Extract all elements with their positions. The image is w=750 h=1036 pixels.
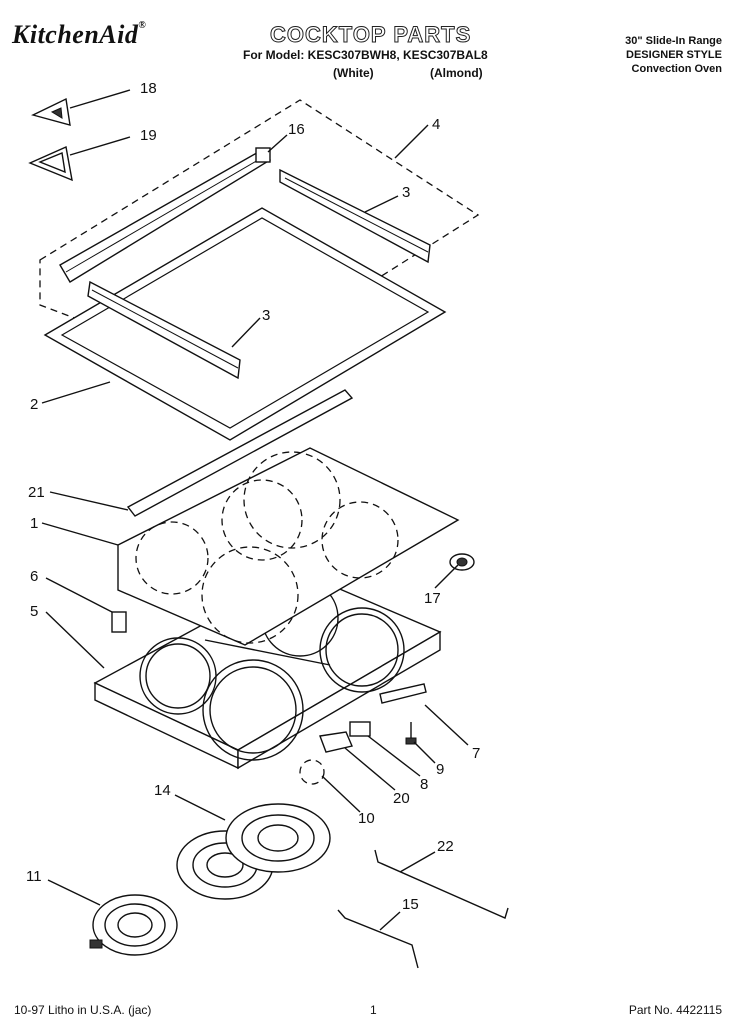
part-10-socket (299, 759, 325, 785)
variant-almond: (Almond) (430, 66, 483, 80)
callout-21: 21 (28, 484, 45, 501)
page-title: COCKTOP PARTS (269, 22, 472, 48)
part-9-screw (405, 722, 417, 745)
callout-5: 5 (30, 603, 39, 620)
range-line-1: 30" Slide-In Range (625, 35, 722, 47)
callout-19: 19 (140, 127, 157, 144)
range-description: 30" Slide-In Range DESIGNER STYLE Convec… (625, 34, 722, 76)
part-16-rear-rail (59, 147, 272, 283)
model-numbers: For Model: KESC307BWH8, KESC307BAL8 (243, 48, 488, 62)
part-21-gasket (126, 389, 354, 517)
callout-3-upper: 3 (402, 184, 411, 201)
callout-7: 7 (472, 745, 481, 762)
callout-6: 6 (30, 568, 39, 585)
part-3-side-rail-lower (87, 280, 241, 380)
callout-22: 22 (437, 838, 454, 855)
part-14-surface-elements (176, 803, 331, 900)
callout-15: 15 (402, 896, 419, 913)
part-6-clip (111, 611, 127, 633)
callout-9: 9 (436, 761, 445, 778)
callout-18: 18 (140, 80, 157, 97)
callout-8: 8 (420, 776, 429, 793)
callout-11: 11 (26, 868, 42, 885)
callout-3-lower: 3 (262, 307, 271, 324)
footer-page-number: 1 (370, 1003, 377, 1017)
part-20-plate (319, 731, 353, 753)
callout-1: 1 (30, 515, 39, 532)
footer-part-number: Part No. 4422115 (628, 1003, 722, 1017)
callout-leaders (41, 89, 469, 931)
part-11-element (89, 894, 178, 956)
brand-logo: KitchenAid® (12, 20, 146, 50)
callout-16: 16 (288, 121, 305, 138)
part-1-glass-cooktop (117, 447, 460, 646)
callout-4: 4 (432, 116, 441, 133)
part-7-bracket (379, 683, 427, 704)
footer-litho: 10-97 Litho in U.S.A. (jac) (14, 1003, 152, 1017)
callout-10: 10 (358, 810, 375, 827)
range-line-2: DESIGNER STYLE (626, 49, 722, 61)
callout-17: 17 (424, 590, 441, 607)
part-8-switch (349, 721, 371, 737)
part-18-trim (31, 97, 71, 126)
range-line-3: Convection Oven (631, 63, 722, 75)
brand-name: KitchenAid (12, 20, 139, 49)
part-19-trim (28, 145, 73, 182)
part-17-knob (449, 553, 475, 571)
callout-20: 20 (393, 790, 410, 807)
part-3-side-rail-upper (279, 168, 431, 264)
part-5-burner-box (93, 571, 442, 770)
part-15-rod (337, 909, 419, 969)
callout-2: 2 (30, 396, 39, 413)
brand-registered-mark: ® (138, 20, 147, 31)
part-22-rod (374, 849, 509, 919)
callout-14: 14 (154, 782, 171, 799)
part-2-frame (43, 207, 447, 441)
variant-white: (White) (333, 66, 374, 80)
